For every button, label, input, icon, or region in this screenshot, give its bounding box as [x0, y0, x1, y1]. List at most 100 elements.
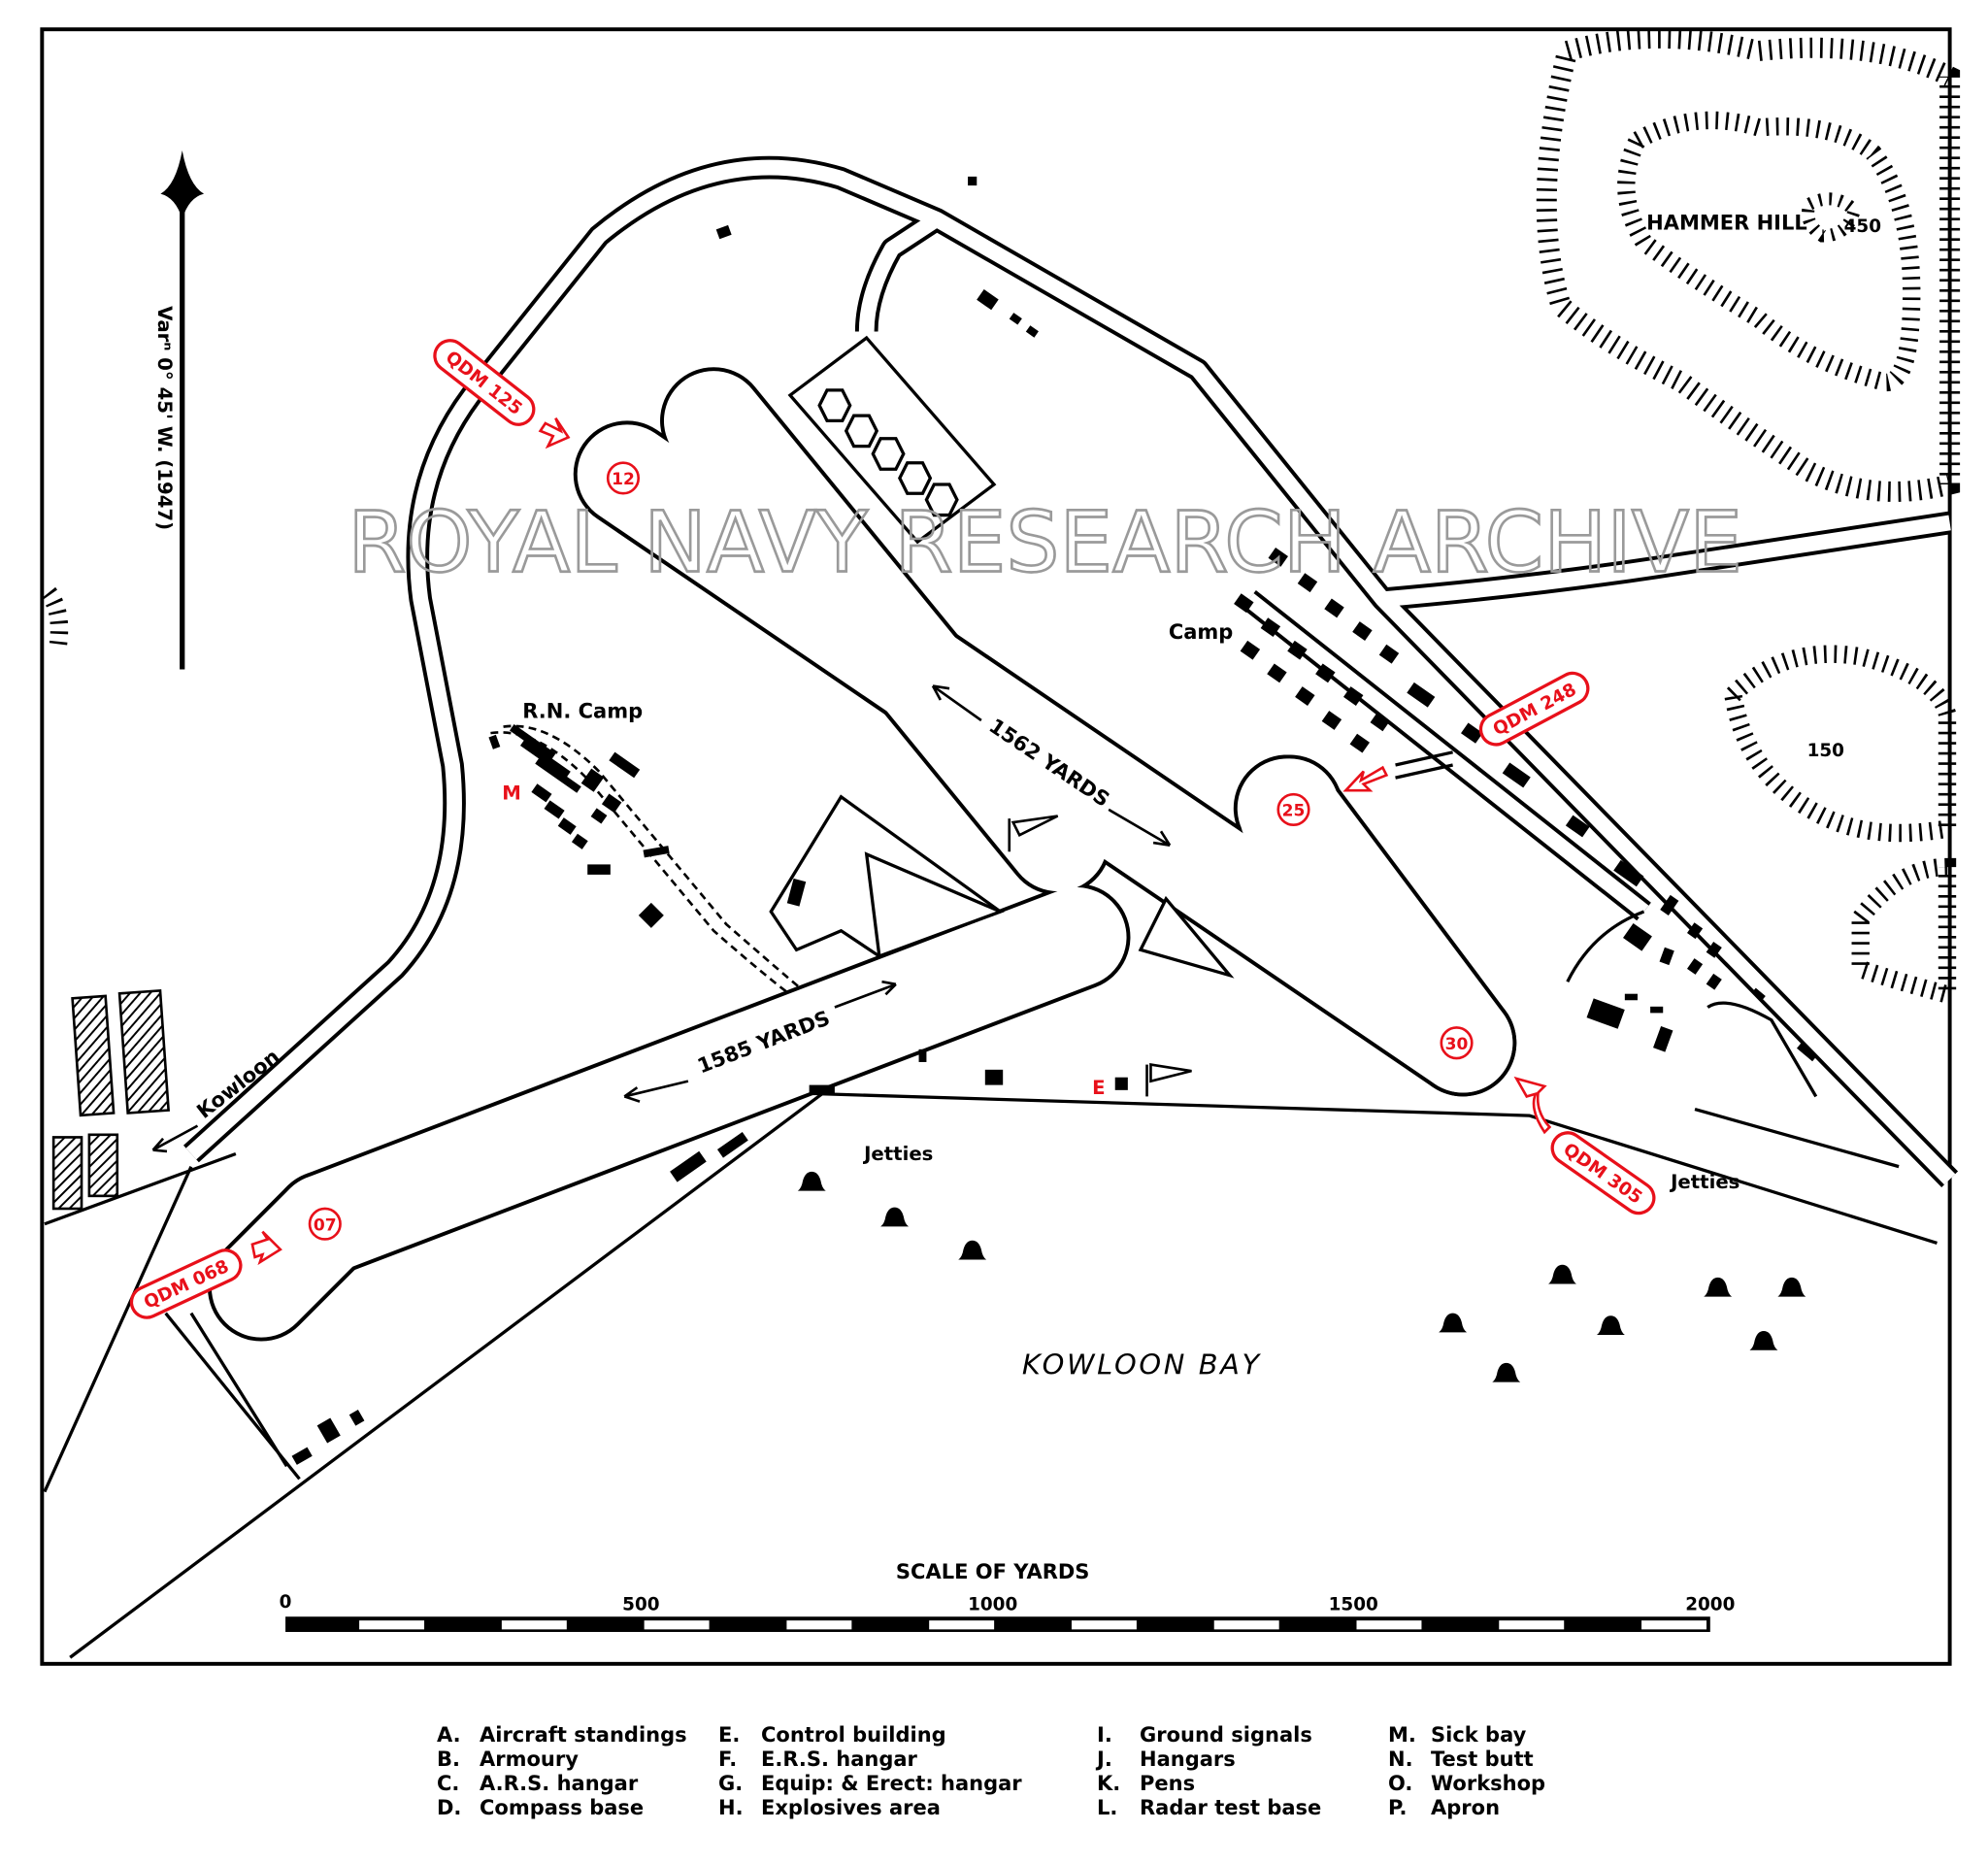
scale-segment	[929, 1620, 995, 1630]
legend-key: C.	[437, 1772, 460, 1795]
building	[968, 176, 977, 186]
building	[1324, 598, 1344, 618]
scale-tick-2000: 2000	[1685, 1595, 1735, 1615]
legend-key: J.	[1097, 1748, 1112, 1771]
building	[1268, 548, 1288, 567]
legend-item: L. Radar test base	[1097, 1796, 1388, 1820]
building	[601, 793, 622, 814]
building	[1315, 663, 1336, 683]
mooring-buoy-icon	[797, 1171, 826, 1191]
legend-label: Armoury	[480, 1748, 579, 1771]
legend-key: D.	[437, 1796, 462, 1819]
rn-camp-label: R.N. Camp	[522, 699, 643, 722]
legend-item: D.Compass base	[437, 1796, 718, 1820]
sick-bay-marker: M	[502, 782, 521, 804]
scale-segment	[501, 1620, 567, 1630]
legend-item: P.Apron	[1388, 1796, 1640, 1820]
qdm-305-label: QDM 305	[1550, 1131, 1656, 1215]
scale-tick-1500: 1500	[1329, 1595, 1378, 1615]
legend-key: I.	[1097, 1723, 1112, 1747]
building	[786, 878, 807, 907]
legend-label: Explosives area	[761, 1796, 941, 1819]
jetties-label-east: Jetties	[1669, 1171, 1740, 1193]
building	[1025, 325, 1039, 338]
building	[580, 768, 605, 792]
legend-item: N.Test butt	[1388, 1748, 1640, 1772]
scale-tick-1000: 1000	[968, 1595, 1017, 1615]
legend-key: O.	[1388, 1772, 1413, 1795]
mooring-buoy-icon	[1439, 1313, 1468, 1333]
legend-label: Test butt	[1431, 1748, 1534, 1771]
aircraft-pen	[924, 483, 959, 517]
building	[716, 1131, 748, 1158]
windsock-icon	[1008, 815, 1192, 1097]
legend-item: J.Hangars	[1097, 1748, 1388, 1772]
building	[1586, 998, 1625, 1029]
scale-segment	[786, 1620, 852, 1630]
legend-label: A.R.S. hangar	[480, 1772, 639, 1795]
hammer-hill-label: HAMMER HILL	[1646, 211, 1807, 234]
legend-key: H.	[718, 1796, 744, 1819]
legend-label: Aircraft standings	[480, 1723, 687, 1747]
building	[1260, 617, 1281, 638]
legend-key: K.	[1097, 1772, 1121, 1795]
legend-key: P.	[1388, 1796, 1408, 1819]
legend-item: G.Equip: & Erect: hangar	[718, 1772, 1097, 1796]
building	[590, 808, 608, 824]
north-arrow: Varⁿ 0° 45' W. (1947)	[153, 150, 205, 670]
scale-tick-500: 500	[622, 1595, 659, 1615]
scale-segment	[644, 1620, 710, 1630]
building	[609, 751, 641, 779]
svg-text:07: 07	[314, 1215, 337, 1235]
building	[1287, 640, 1308, 660]
building	[977, 288, 999, 311]
mooring-buoy-icon	[1596, 1315, 1625, 1335]
hill-150-height: 150	[1807, 741, 1844, 761]
qdm-125-arrow-icon	[538, 417, 571, 449]
building	[1613, 859, 1644, 887]
legend-item: E.Control building	[718, 1723, 1097, 1748]
building	[544, 800, 565, 819]
svg-text:25: 25	[1282, 801, 1306, 820]
legend-label: Radar test base	[1140, 1796, 1322, 1819]
legend-label: Control building	[761, 1723, 946, 1747]
hammer-hill-height: 450	[1844, 216, 1881, 237]
building	[557, 817, 577, 835]
building	[1267, 663, 1287, 683]
map-frame	[40, 27, 1952, 1666]
legend-key: F.	[718, 1748, 738, 1771]
legend-label: Pens	[1140, 1772, 1196, 1795]
runway-end-30: 30	[1440, 1026, 1474, 1060]
scale-segment	[1641, 1620, 1706, 1630]
legend-item: F. E.R.S. hangar	[718, 1748, 1097, 1772]
building	[638, 902, 664, 928]
building	[1624, 993, 1638, 1001]
building	[571, 833, 588, 849]
watermark: ROYAL NAVY RESEARCH ARCHIVE	[348, 494, 1742, 591]
runway-end-25: 25	[1276, 792, 1310, 826]
apron-area	[769, 794, 1235, 979]
camp-label: Camp	[1169, 620, 1233, 644]
scale-segment	[1356, 1620, 1422, 1630]
building	[1295, 686, 1315, 706]
kowloon-bay-label: KOWLOON BAY	[1022, 1348, 1262, 1381]
scale-tick-0: 0	[280, 1592, 292, 1613]
building	[715, 224, 732, 240]
legend-label: E.R.S. hangar	[761, 1748, 917, 1771]
scale-segment	[359, 1620, 425, 1630]
building	[1114, 1077, 1128, 1090]
roads	[43, 155, 1959, 1659]
building	[1706, 973, 1722, 990]
building	[1751, 987, 1766, 1002]
legend-item: K. Pens	[1097, 1772, 1388, 1796]
arrow-to-kowloon-icon	[151, 1124, 199, 1153]
legend-item: A.Aircraft standings	[437, 1723, 718, 1748]
building	[643, 846, 670, 858]
scale-segment	[1071, 1620, 1137, 1630]
building	[1234, 593, 1254, 614]
legend-key: L.	[1097, 1796, 1118, 1819]
building	[1502, 762, 1531, 788]
legend-item: B.Armoury	[437, 1748, 718, 1772]
